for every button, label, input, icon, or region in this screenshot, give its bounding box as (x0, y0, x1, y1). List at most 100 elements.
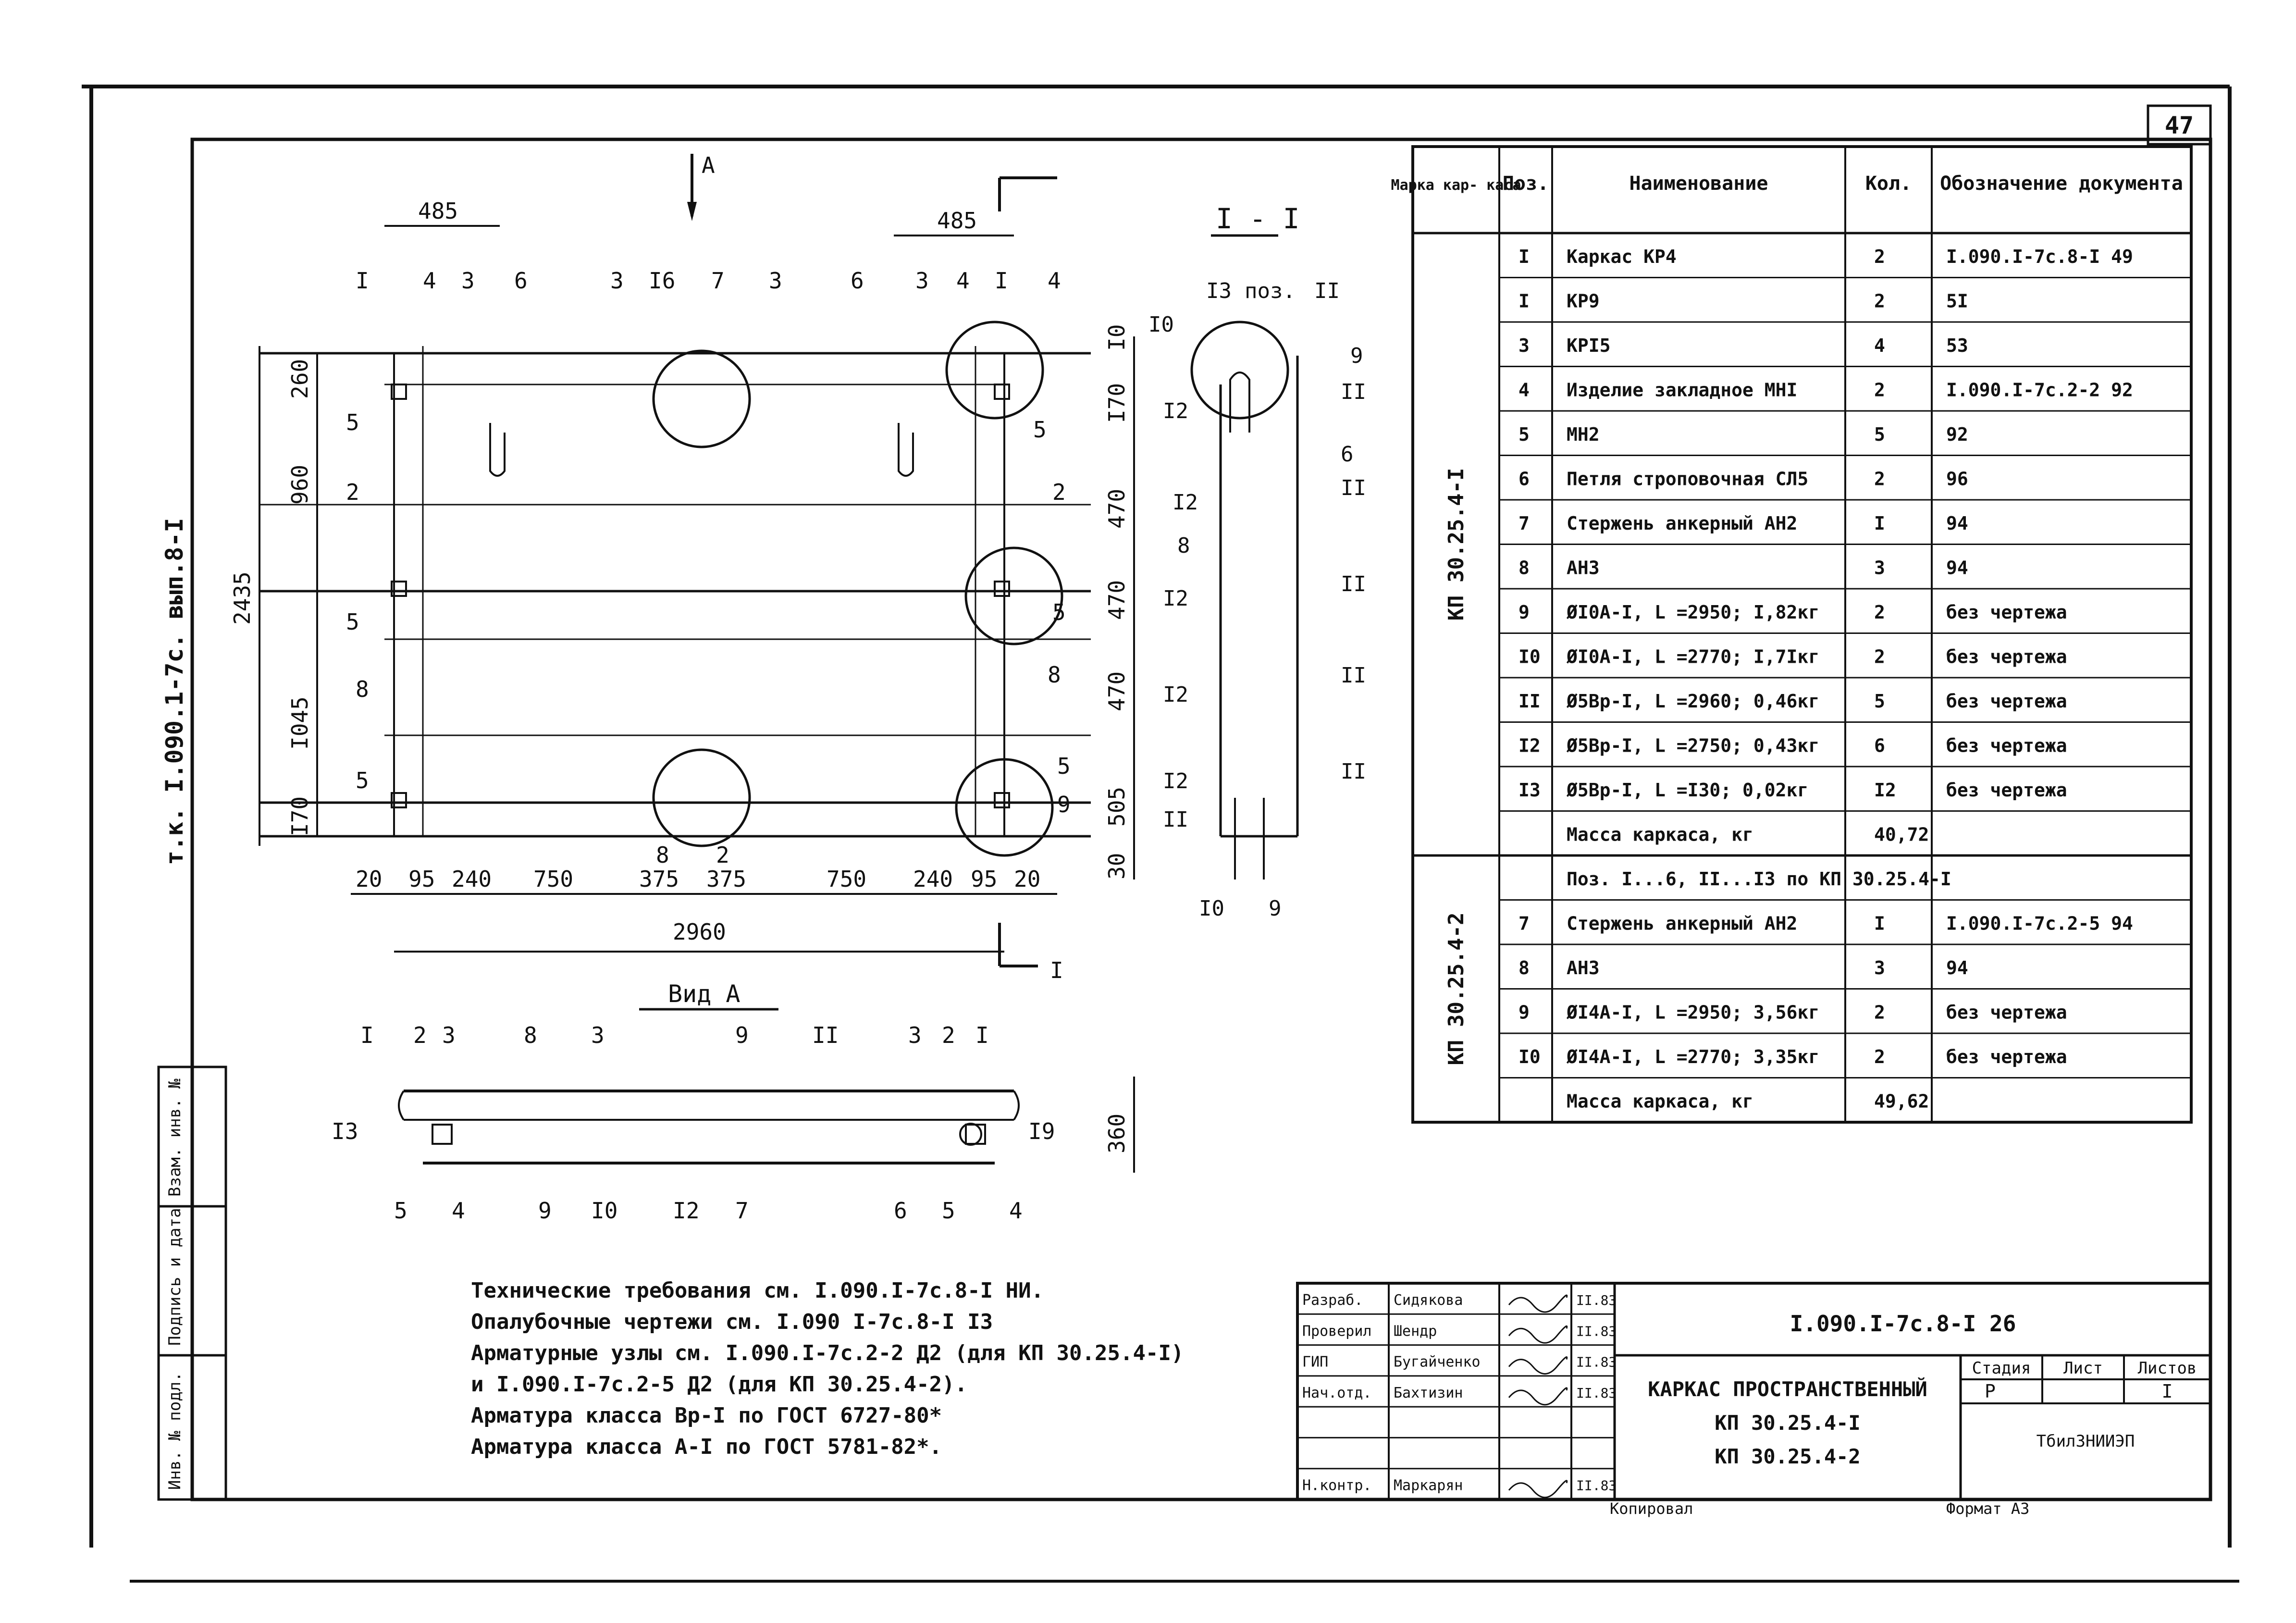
callout-top-8: 3 (769, 268, 782, 294)
note-4: и I.090.I-7с.2-5 Д2 (для КП 30.25.4-2). (471, 1372, 967, 1397)
callout-top-9: 6 (851, 268, 864, 294)
sec-label-12d: I2 (1163, 682, 1188, 707)
va-bot-5a: 5 (394, 1198, 407, 1224)
table-row: Стержень анкерный АН2 (1567, 913, 1797, 934)
dim-bot-750a: 750 (533, 866, 573, 892)
label-8-c: 8 (656, 842, 669, 868)
table-row: МН2 (1567, 424, 1600, 445)
va-top-7: II (812, 1022, 839, 1048)
table-row: I0 (1518, 646, 1541, 668)
view-a-height: 360 (1104, 1114, 1130, 1153)
tb-date: II.83 (1576, 1478, 1617, 1494)
table-row: 5 (1874, 691, 1885, 712)
table-row: 9 (1518, 602, 1530, 623)
table-row: I (1874, 913, 1885, 934)
sheets-value: I (2162, 1381, 2173, 1402)
va-top-4: 8 (524, 1022, 537, 1048)
note-6: Арматура класса А-I по ГОСТ 5781-82*. (471, 1435, 942, 1459)
table-row: II (1518, 691, 1541, 712)
note-3: Арматурные узлы см. I.090.I-7с.2-2 Д2 (д… (471, 1341, 1184, 1365)
signature (1508, 1325, 1568, 1344)
group2-mark: КП 30.25.4-2 (1444, 913, 1469, 1065)
va-bot-12: I2 (673, 1198, 699, 1224)
va-bot-7: 7 (735, 1198, 749, 1224)
dim-bot-95b: 95 (971, 866, 997, 892)
table-row: 4 (1518, 380, 1530, 401)
table-row: I (1874, 513, 1885, 534)
table-row: 2 (1874, 291, 1885, 312)
va-top-2: 2 (413, 1022, 427, 1048)
table-row: 7 (1518, 913, 1530, 934)
sec-label-11e: II (1341, 663, 1366, 688)
group1-mark: КП 30.25.4-I (1444, 468, 1469, 621)
callout-top-7: 7 (711, 268, 725, 294)
sec-label-11b: II (1341, 380, 1366, 404)
va-side-13: I3 (332, 1118, 358, 1144)
mass-row: Масса каркаса, кг (1567, 1091, 1753, 1112)
sec-label-8: 8 (1177, 533, 1190, 558)
table-row: АН3 (1567, 957, 1600, 979)
callout-top-6: I6 (649, 268, 675, 294)
tb-name: Бугайченко (1394, 1354, 1481, 1371)
notes: Технические требования см. I.090.I-7с.8-… (471, 1278, 1184, 1459)
tb-date: II.83 (1576, 1385, 1617, 1401)
va-top-1: I (360, 1022, 374, 1048)
table-row: I2 (1874, 780, 1896, 801)
note-1: Технические требования см. I.090.I-7с.8-… (471, 1278, 1044, 1303)
table-row: АН3 (1567, 558, 1600, 579)
callout-top-10: 3 (915, 268, 929, 294)
table-row: без чертежа (1946, 735, 2067, 756)
table-row: ØI0А-I, L =2950; I,82кг (1566, 602, 1819, 623)
table-row: I2 (1518, 735, 1541, 756)
table-row: I (1518, 246, 1530, 267)
dim-left-170: I70 (287, 796, 313, 836)
sec-label-12f: II (1163, 807, 1188, 832)
table-row: 2 (1874, 469, 1885, 490)
stamp-zam-inv: Взам. инв. № (165, 1078, 185, 1197)
stamp-sign-date: Подпись и дата (165, 1208, 185, 1346)
signature (1508, 1294, 1568, 1313)
table-row: 7 (1518, 513, 1530, 534)
mass-row: 49,62 (1874, 1091, 1929, 1112)
va-top-3: 3 (442, 1022, 456, 1048)
va-bot-10: I0 (591, 1198, 617, 1224)
callout-top-13: 4 (1048, 268, 1061, 294)
table-row: 2 (1874, 380, 1885, 401)
label-2-right: 2 (1052, 479, 1066, 505)
stage-value: Р (1985, 1381, 1996, 1402)
table-row: 3 (1874, 957, 1885, 979)
table-row: без чертежа (1946, 780, 2067, 801)
sec-label-pos: поз. (1245, 279, 1296, 303)
label-5-d: 5 (356, 768, 369, 793)
table-row: 2 (1874, 1002, 1885, 1023)
table-row: Ø5Вр-I, L =2750; 0,43кг (1566, 735, 1819, 756)
dim-bot-20b: 20 (1014, 866, 1040, 892)
left-stamp: Инв. № подл. Подпись и дата Взам. инв. № (157, 1065, 227, 1501)
callout-top-1: I (356, 268, 369, 294)
callout-top-12: I (995, 268, 1008, 294)
label-5-f: 5 (1052, 599, 1066, 625)
table-row: без чертежа (1946, 691, 2067, 712)
mass-row: 40,72 (1874, 824, 1929, 845)
organization: ТбилЗНИИЭП (2037, 1432, 2135, 1451)
table-row: 3 (1518, 335, 1530, 356)
sec-label-11f: II (1341, 759, 1366, 784)
table-row: 9 (1518, 1002, 1530, 1023)
tb-role: Нач.отд. (1302, 1385, 1372, 1401)
section-title: I - I (1216, 202, 1300, 235)
table-row: I (1518, 291, 1530, 312)
table-row: 5 (1518, 424, 1530, 445)
group2-note: Поз. I...6, II...I3 по КП 30.25.4-I (1567, 868, 1951, 890)
tb-date: II.83 (1576, 1292, 1617, 1308)
table-row: I.090.I-7с.2-5 94 (1946, 913, 2133, 934)
label-5-b: 5 (1033, 417, 1047, 443)
plan-view: А 485 485 (229, 152, 1135, 983)
dim-left-960: 960 (287, 465, 313, 505)
table-row: Петля строповочная СЛ5 (1567, 469, 1808, 490)
callout-top-11: 4 (956, 268, 970, 294)
footer-copied: Копировал (1610, 1499, 1693, 1518)
dim-bot-375b: 375 (706, 866, 746, 892)
stamp-inv-podl: Инв. № подл. (165, 1372, 185, 1490)
table-row: 96 (1946, 469, 1968, 490)
sec-label-10b: I0 (1199, 896, 1224, 921)
